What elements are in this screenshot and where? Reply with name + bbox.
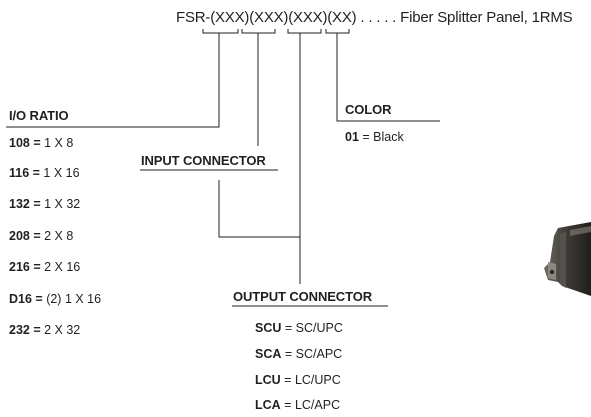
input-connector-title: INPUT CONNECTOR — [141, 153, 266, 168]
option-value: 1 X 16 — [43, 166, 80, 180]
option-code: LCU — [255, 373, 281, 387]
io-ratio-option: 208 = 2 X 8 — [9, 229, 73, 243]
option-value: 2 X 8 — [44, 229, 74, 243]
option-code: D16 — [9, 292, 32, 306]
output-connector-option: LCA = LC/APC — [255, 398, 340, 412]
option-value: SC/UPC — [295, 321, 343, 335]
io-ratio-option: 116 = 1 X 16 — [9, 166, 80, 180]
output-connector-option: LCU = LC/UPC — [255, 373, 341, 387]
option-equals: = — [281, 321, 296, 335]
part-number-line: FSR-(XXX)(XXX)(XXX)(XX) . . . . . Fiber … — [176, 9, 573, 26]
part-prefix: FSR- — [176, 9, 211, 26]
splitter-panel-image — [544, 222, 591, 296]
color-leader — [336, 33, 440, 122]
option-code: 108 — [9, 136, 30, 150]
option-value: 1 X 32 — [44, 197, 81, 211]
option-value: (2) 1 X 16 — [46, 292, 102, 306]
part-segment-output: (XXX) — [288, 9, 328, 26]
option-value: 1 X 8 — [44, 136, 74, 150]
option-value: SC/APC — [295, 347, 343, 361]
option-code: 01 — [345, 130, 359, 144]
option-equals: = — [29, 260, 45, 274]
option-equals: = — [29, 136, 45, 150]
segment-3-bracket — [287, 29, 322, 34]
part-segment-input: (XXX) — [249, 9, 289, 26]
segment-2-bracket — [241, 29, 276, 34]
io-ratio-option: D16 = (2) 1 X 16 — [9, 292, 101, 306]
option-value: 2 X 32 — [44, 323, 81, 337]
option-equals: = — [29, 166, 44, 180]
output-connector-option: SCU = SC/UPC — [255, 321, 343, 335]
option-value: LC/UPC — [294, 373, 341, 387]
option-equals: = — [29, 229, 45, 243]
option-value: LC/APC — [294, 398, 341, 412]
option-code: 208 — [9, 229, 30, 243]
option-code: 132 — [9, 197, 30, 211]
part-segment-color: (XX) — [327, 9, 357, 26]
option-equals: = — [280, 373, 295, 387]
option-value: 2 X 16 — [44, 260, 81, 274]
input-output-link — [218, 180, 300, 238]
io-ratio-option: 216 = 2 X 16 — [9, 260, 80, 274]
option-code: SCU — [255, 321, 282, 335]
output-connector-title: OUTPUT CONNECTOR — [233, 289, 372, 304]
color-title: COLOR — [345, 102, 392, 117]
output-connector-option: SCA = SC/APC — [255, 347, 342, 361]
color-option: 01 = Black — [345, 130, 404, 144]
io-ratio-option: 108 = 1 X 8 — [9, 136, 73, 150]
io-ratio-title: I/O RATIO — [9, 108, 69, 123]
option-equals: = — [281, 347, 296, 361]
option-value: Black — [373, 130, 404, 144]
option-code: LCA — [255, 398, 281, 412]
part-description: Fiber Splitter Panel, 1RMS — [400, 9, 573, 26]
option-code: 216 — [9, 260, 30, 274]
part-segment-io-ratio: (XXX) — [210, 9, 250, 26]
option-equals: = — [358, 130, 374, 144]
option-equals: = — [29, 323, 45, 337]
option-code: 116 — [9, 166, 30, 180]
option-equals: = — [29, 197, 45, 211]
option-code: SCA — [255, 347, 282, 361]
segment-1-bracket — [202, 29, 239, 34]
segment-4-bracket — [325, 29, 350, 34]
io-ratio-option: 232 = 2 X 32 — [9, 323, 80, 337]
io-ratio-option: 132 = 1 X 32 — [9, 197, 80, 211]
part-leader-dots: . . . . . — [356, 9, 401, 26]
option-equals: = — [280, 398, 295, 412]
io-ratio-leader — [6, 33, 220, 128]
option-code: 232 — [9, 323, 30, 337]
option-equals: = — [31, 292, 47, 306]
